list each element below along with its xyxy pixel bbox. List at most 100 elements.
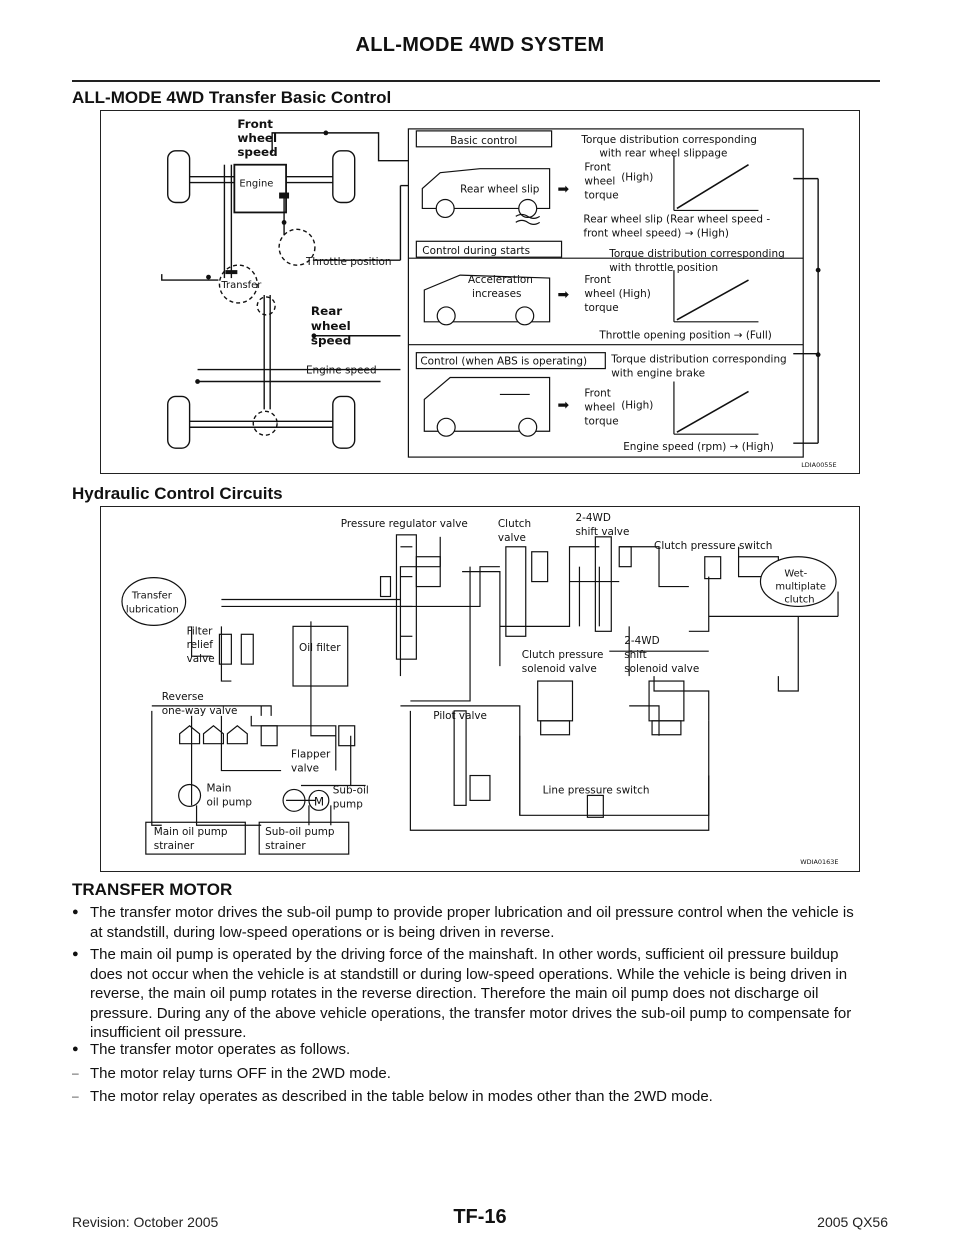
basic-control-diagram: Front wheel speed Engine Transfer Thrott…: [161, 117, 837, 469]
engine-label: Engine: [239, 179, 273, 190]
main-strainer-label-1: Main oil pump: [154, 826, 228, 838]
flapper-valve-label-1: Flapper: [291, 749, 331, 761]
panel1-yhigh: (High): [621, 172, 653, 184]
figure2-code: WDIA0163E: [800, 858, 838, 866]
main-oil-pump-label-1: Main: [207, 782, 232, 794]
wet-clutch-label-2: multiplate: [775, 582, 826, 593]
panel2-ylabel-3: torque: [584, 302, 618, 314]
panel3-desc-2: with engine brake: [611, 368, 705, 380]
dash-icon: –: [72, 1089, 79, 1103]
sub-oil-pump-label-2: pump: [333, 798, 363, 810]
dash-text: The motor relay operates as described in…: [90, 1088, 713, 1105]
dash-item: – The motor relay operates as described …: [72, 1087, 862, 1107]
flapper-valve-label-2: valve: [291, 763, 319, 775]
panel3-desc-1: Torque distribution corresponding: [610, 354, 786, 366]
pilot-valve-label: Pilot valve: [433, 710, 487, 722]
panel1-ylabel-1: Front: [584, 162, 610, 174]
shift-valve-label-1: 2-4WD: [575, 512, 610, 524]
bullet-text: The main oil pump is operated by the dri…: [90, 946, 852, 1041]
oil-filter-label: Oil filter: [299, 642, 341, 654]
panel2-car-label-2: increases: [472, 288, 521, 300]
filter-relief-valve-label-3: valve: [187, 653, 215, 665]
front-wheel-speed-label-1: Front: [237, 117, 273, 131]
clutch-pressure-solenoid-label-2: solenoid valve: [522, 663, 597, 675]
reverse-valve-label-2: one-way valve: [162, 705, 238, 717]
rear-wheel-speed-label-1: Rear: [311, 304, 342, 318]
panel3-yhigh: (High): [621, 399, 653, 411]
figure-basic-control: Front wheel speed Engine Transfer Thrott…: [100, 110, 860, 474]
panel2-car-label-1: Acceleration: [468, 274, 533, 286]
panel2-desc-1: Torque distribution corresponding: [608, 248, 784, 260]
reverse-valve-label-1: Reverse: [162, 691, 204, 703]
shift-solenoid-label-2: shift: [624, 649, 647, 661]
section-heading-basic-control: ALL-MODE 4WD Transfer Basic Control: [72, 88, 392, 107]
shift-valve-label-2: shift valve: [575, 526, 629, 538]
page-title: ALL-MODE 4WD SYSTEM: [355, 34, 605, 56]
panel1-arrow-icon: ➡: [558, 182, 570, 198]
panel1-ylabel-3: torque: [584, 190, 618, 202]
transfer-label: Transfer: [220, 280, 262, 291]
section-heading-hydraulic: Hydraulic Control Circuits: [72, 484, 283, 503]
panel3-xlabel: Engine speed (rpm) → (High): [623, 441, 774, 453]
panel2-ylabel-1: Front: [584, 274, 610, 286]
clutch-valve-label-2: valve: [498, 532, 526, 544]
front-wheel-speed-label-3: speed: [237, 145, 277, 159]
front-wheel-speed-label-2: wheel: [237, 131, 277, 145]
bullet-text: The transfer motor drives the sub-oil pu…: [90, 904, 854, 941]
panel1-title: Basic control: [450, 135, 517, 147]
footer-page-number: TF-16: [453, 1206, 507, 1228]
wet-clutch-label-1: Wet-: [784, 569, 807, 580]
sub-strainer-label-2: strainer: [265, 840, 306, 852]
hydraulic-circuit-diagram: Pressure regulator valve Clutch valve 2-…: [121, 512, 839, 866]
panel3-ylabel-3: torque: [584, 415, 618, 427]
section-heading-transfer-motor: TRANSFER MOTOR: [72, 880, 233, 899]
dash-icon: –: [72, 1066, 79, 1080]
bullet-dot-icon: ●: [72, 948, 79, 960]
panel2-xlabel: Throttle opening position → (Full): [598, 330, 771, 342]
panel3-arrow-icon: ➡: [558, 397, 570, 413]
pressure-regulator-valve-label: Pressure regulator valve: [341, 518, 468, 530]
throttle-position-label: Throttle position: [305, 256, 392, 268]
engine-speed-label: Engine speed: [306, 365, 377, 377]
shift-solenoid-label-3: solenoid valve: [624, 663, 699, 675]
line-pressure-switch-label: Line pressure switch: [543, 784, 650, 796]
panel3-ylabel-1: Front: [584, 387, 610, 399]
clutch-valve-label-1: Clutch: [498, 518, 531, 530]
panel3-title: Control (when ABS is operating): [420, 356, 587, 368]
transfer-lubrication-label-2: lubrication: [126, 604, 179, 615]
filter-relief-valve-label-1: Filter: [187, 625, 214, 637]
main-strainer-label-2: strainer: [154, 840, 195, 852]
footer-model: 2005 QX56: [817, 1214, 888, 1230]
motor-label: M: [314, 794, 324, 808]
panel1-desc-1: Torque distribution corresponding: [580, 134, 756, 146]
sub-strainer-label-1: Sub-oil pump: [265, 826, 335, 838]
figure-hydraulic-circuits: Pressure regulator valve Clutch valve 2-…: [100, 506, 860, 872]
figure1-code: LDIA0055E: [801, 461, 836, 469]
clutch-pressure-switch-label: Clutch pressure switch: [654, 540, 772, 552]
bullet-dot-icon: ●: [72, 1043, 79, 1055]
main-oil-pump-label-2: oil pump: [207, 796, 253, 808]
transfer-lubrication-label-1: Transfer: [131, 590, 173, 601]
panel2-ylabel-2: wheel (High): [584, 288, 650, 300]
header-rule: [72, 80, 880, 82]
panel1-xlabel-2: front wheel speed) → (High): [583, 227, 728, 239]
rear-wheel-speed-label-3: speed: [311, 334, 351, 348]
clutch-pressure-solenoid-label-1: Clutch pressure: [522, 649, 604, 661]
panel3-ylabel-2: wheel: [584, 401, 615, 413]
dash-text: The motor relay turns OFF in the 2WD mod…: [90, 1065, 391, 1082]
dash-item: – The motor relay turns OFF in the 2WD m…: [72, 1064, 862, 1084]
bullet-item: ● The main oil pump is operated by the d…: [72, 945, 862, 1043]
panel1-desc-2: with rear wheel slippage: [599, 148, 727, 160]
panel2-arrow-icon: ➡: [558, 287, 570, 303]
panel1-xlabel-1: Rear wheel slip (Rear wheel speed -: [583, 213, 770, 225]
rear-wheel-speed-label-2: wheel: [311, 319, 351, 333]
panel2-desc-2: with throttle position: [609, 262, 718, 274]
footer-revision: Revision: October 2005: [72, 1214, 219, 1230]
panel1-ylabel-2: wheel: [584, 176, 615, 188]
bullet-text: The transfer motor operates as follows.: [90, 1041, 351, 1058]
sub-oil-pump-label-1: Sub-oil: [333, 784, 369, 796]
filter-relief-valve-label-2: relief: [187, 639, 214, 651]
bullet-item: ● The transfer motor drives the sub-oil …: [72, 903, 862, 942]
bullet-dot-icon: ●: [72, 906, 79, 918]
panel2-title: Control during starts: [422, 245, 530, 257]
